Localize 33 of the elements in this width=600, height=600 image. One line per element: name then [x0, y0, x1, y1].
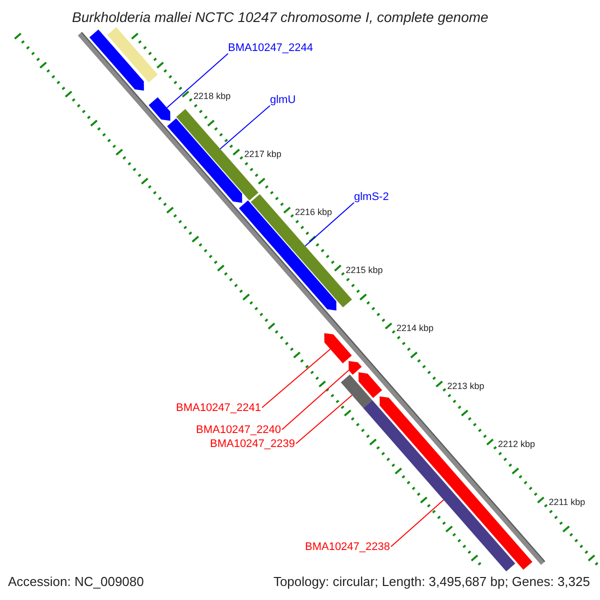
leader-line [282, 370, 350, 430]
gene-feature [348, 360, 362, 375]
accession-text: Accession: NC_009080 [8, 574, 144, 590]
scale-label: 2213 kbp [447, 380, 484, 392]
scale-label: 2214 kbp [396, 322, 434, 334]
gene-feature [324, 333, 352, 364]
gene-label: glmU [270, 94, 296, 108]
scale-label: 2211 kbp [548, 496, 586, 508]
gene-label: BMA10247_2239 [210, 438, 295, 452]
genome-info-text: Topology: circular; Length: 3,495,687 bp; Genes: 3,325 [273, 574, 590, 590]
leader-line [390, 499, 444, 548]
gene-label: BMA10247_2238 [304, 541, 390, 555]
scale-label: 2216 kbp [295, 206, 332, 218]
scale-label: 2212 kbp [498, 438, 536, 450]
scale-label: 2218 kbp [194, 90, 231, 102]
gene-feature [148, 97, 170, 121]
leader-line [166, 53, 228, 108]
gene-label: BMA10247_2240 [196, 424, 281, 438]
gene-label: BMA10247_2241 [176, 402, 261, 416]
leader-line [296, 394, 353, 444]
gene-feature [107, 27, 158, 82]
leader-line [220, 105, 270, 150]
gene-feature [89, 29, 144, 91]
gene-feature [167, 118, 242, 203]
gene-feature [238, 200, 336, 311]
leader-line [262, 348, 331, 408]
gene-label: BMA10247_2244 [228, 42, 314, 56]
leader-line [304, 202, 354, 247]
scale-label: 2215 kbp [346, 264, 383, 276]
gene-label: glmS-2 [354, 191, 389, 205]
gene-feature [358, 372, 382, 398]
scale-label: 2217 kbp [244, 148, 282, 160]
gene-feature [340, 374, 372, 408]
